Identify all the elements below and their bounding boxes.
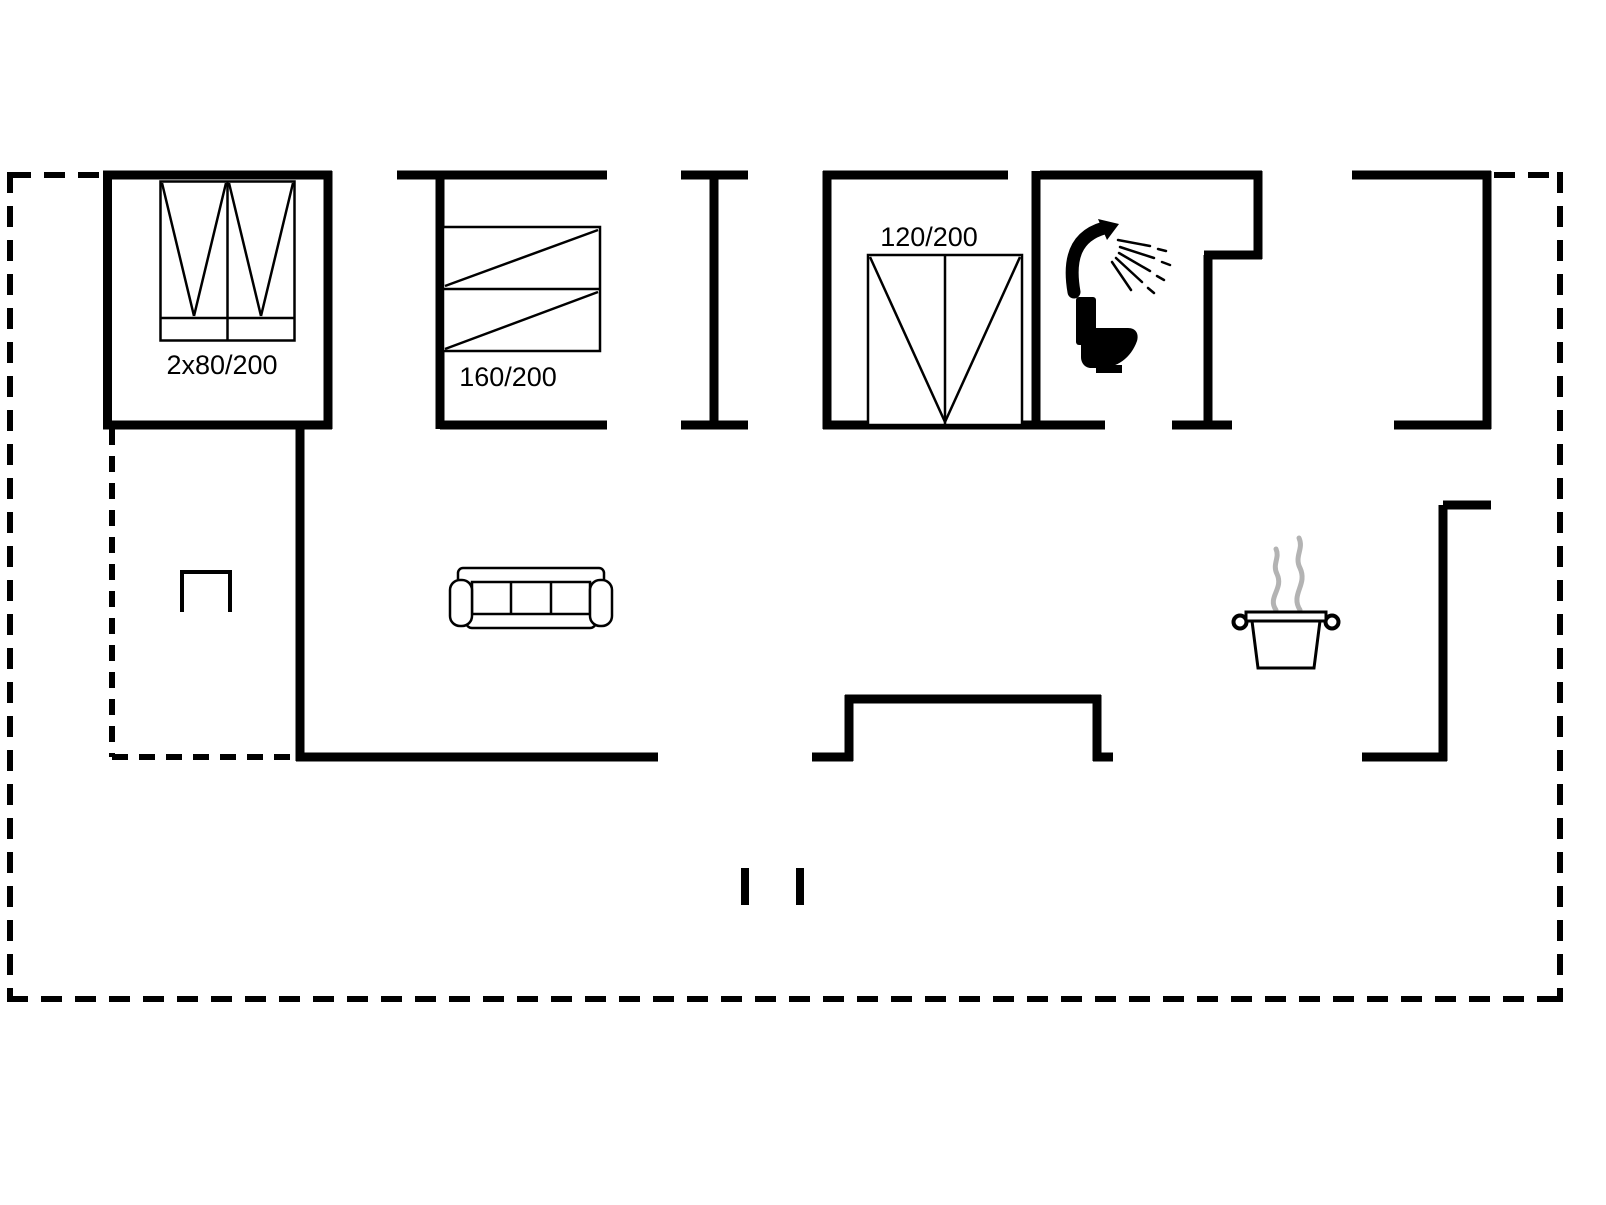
walls: [103, 170, 1492, 762]
bed-160-label: 160/200: [459, 362, 557, 392]
pot-body: [1250, 619, 1322, 670]
bed-120-label: 120/200: [880, 222, 978, 252]
steam-line: [1270, 546, 1282, 613]
bed-mattress-lines: [444, 228, 599, 351]
toilet-icon: [1076, 297, 1138, 373]
wall-bay-recess: [812, 694, 1113, 762]
toilet-bowl: [1081, 328, 1138, 368]
sofa-arm-left: [448, 578, 474, 628]
wardrobe-icon: [180, 570, 232, 612]
bed-120-icon: [866, 253, 1024, 427]
shower-spray: [1110, 238, 1172, 295]
shower-head: [1098, 219, 1119, 240]
sofa-seat: [470, 580, 592, 616]
steam-line: [1294, 535, 1305, 613]
terrace-posts: [741, 868, 804, 905]
bed-mattress-lines: [868, 256, 1022, 423]
sofa-arm-right: [588, 578, 614, 628]
cooking-pot-icon: [1231, 535, 1341, 670]
double-bed-icon: [159, 180, 296, 342]
wall-bathroom-right-step: [1203, 171, 1263, 429]
sofa-icon: [448, 566, 614, 630]
sofa-cushion-lines: [509, 582, 553, 614]
bed-160-icon: [441, 225, 602, 353]
shower-icon: [1065, 219, 1172, 299]
entrance-dashed-outline: [109, 429, 296, 760]
terrace-outline: [7, 172, 1563, 1002]
toilet-base: [1096, 365, 1122, 373]
bed-mattress-lines: [160, 182, 295, 317]
wall-right-exterior-lower: [1438, 500, 1491, 761]
shower-arm: [1065, 221, 1111, 299]
bed-double-label: 2x80/200: [166, 350, 277, 380]
